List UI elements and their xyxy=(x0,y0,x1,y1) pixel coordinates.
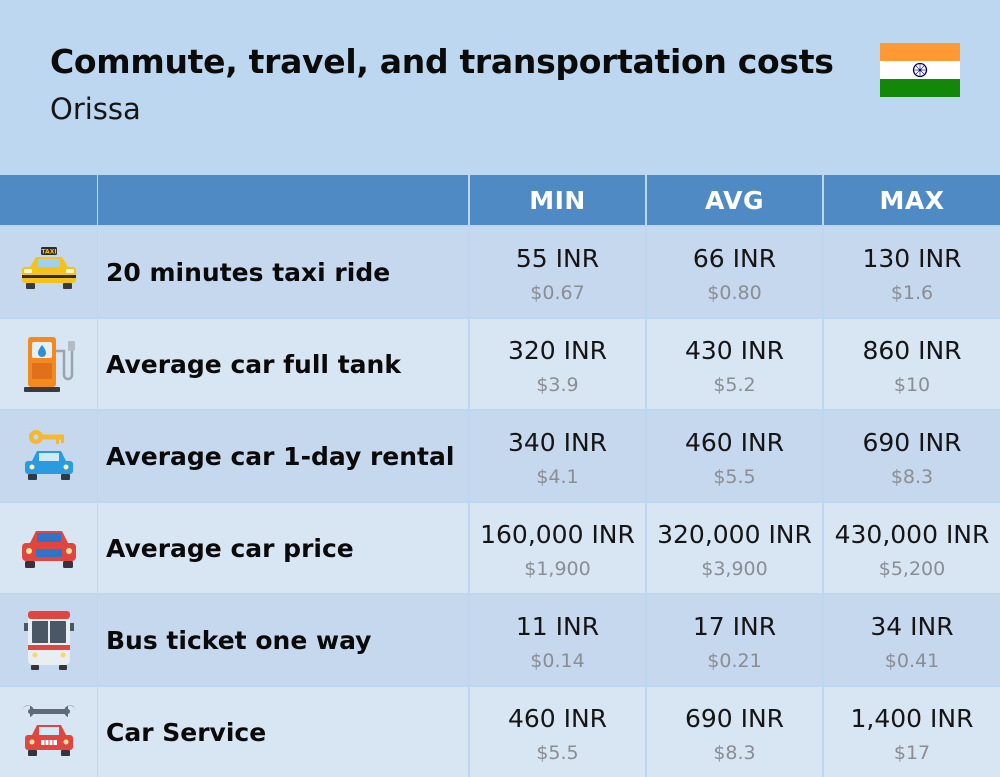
table-row: Average car 1-day rental 340 INR $4.1 460… xyxy=(0,411,1000,501)
avg-usd: $5.5 xyxy=(713,466,756,488)
avg-cell: 690 INR $8.3 xyxy=(647,687,822,777)
max-usd: $5,200 xyxy=(878,558,946,580)
car-icon xyxy=(0,503,97,593)
page-title: Commute, travel, and transportation cost… xyxy=(50,42,834,81)
avg-usd: $8.3 xyxy=(713,742,756,764)
table-row: TAXI 20 minutes taxi ride 55 INR $0.67 66… xyxy=(0,227,1000,317)
max-cell: 34 INR $0.41 xyxy=(824,595,1000,685)
avg-usd: $0.21 xyxy=(707,650,762,672)
min-usd: $0.14 xyxy=(530,650,585,672)
max-usd: $0.41 xyxy=(884,650,940,672)
max-value: 1,400 INR xyxy=(850,704,974,733)
max-cell: 430,000 INR $5,200 xyxy=(824,503,1000,593)
max-cell: 690 INR $8.3 xyxy=(824,411,1000,501)
min-cell: 320 INR $3.9 xyxy=(470,319,645,409)
max-usd: $8.3 xyxy=(890,466,934,488)
max-value: 34 INR xyxy=(870,612,954,641)
max-value: 690 INR xyxy=(862,428,962,457)
column-header-min: MIN xyxy=(470,175,645,225)
avg-value: 460 INR xyxy=(684,428,785,457)
avg-cell: 430 INR $5.2 xyxy=(647,319,822,409)
max-usd: $17 xyxy=(893,742,931,764)
avg-value: 320,000 INR xyxy=(657,520,812,549)
avg-usd: $3,900 xyxy=(701,558,768,580)
max-value: 430,000 INR xyxy=(834,520,990,549)
max-cell: 130 INR $1.6 xyxy=(824,227,1000,317)
table-row: Bus ticket one way 11 INR $0.14 17 INR $0.… xyxy=(0,595,1000,685)
min-usd: $1,900 xyxy=(524,558,591,580)
max-usd: $1.6 xyxy=(890,282,934,304)
min-cell: 460 INR $5.5 xyxy=(470,687,645,777)
min-value: 160,000 INR xyxy=(480,520,635,549)
min-cell: 340 INR $4.1 xyxy=(470,411,645,501)
avg-cell: 320,000 INR $3,900 xyxy=(647,503,822,593)
table-header-row: MIN AVG MAX xyxy=(0,175,1000,225)
row-label: Average car full tank xyxy=(98,319,468,409)
india-flag-icon xyxy=(880,43,960,97)
min-value: 11 INR xyxy=(515,612,600,641)
min-usd: $4.1 xyxy=(536,466,579,488)
max-cell: 1,400 INR $17 xyxy=(824,687,1000,777)
min-usd: $0.67 xyxy=(530,282,585,304)
avg-value: 430 INR xyxy=(684,336,785,365)
avg-cell: 460 INR $5.5 xyxy=(647,411,822,501)
min-usd: $5.5 xyxy=(536,742,579,764)
min-cell: 160,000 INR $1,900 xyxy=(470,503,645,593)
row-label: 20 minutes taxi ride xyxy=(98,227,468,317)
cost-table: MIN AVG MAX TAXI 20 minutes taxi ride 55… xyxy=(0,175,1000,777)
max-usd: $10 xyxy=(893,374,931,396)
fuel-pump-icon xyxy=(0,319,97,409)
min-value: 320 INR xyxy=(507,336,608,365)
avg-cell: 66 INR $0.80 xyxy=(647,227,822,317)
max-value: 860 INR xyxy=(862,336,962,365)
row-label: Average car 1-day rental xyxy=(98,411,468,501)
max-cell: 860 INR $10 xyxy=(824,319,1000,409)
min-cell: 11 INR $0.14 xyxy=(470,595,645,685)
row-label: Car Service xyxy=(98,687,468,777)
taxi-icon: TAXI xyxy=(0,227,97,317)
min-value: 460 INR xyxy=(507,704,608,733)
row-label: Average car price xyxy=(98,503,468,593)
column-header-max: MAX xyxy=(824,175,1000,225)
column-header-avg: AVG xyxy=(647,175,822,225)
avg-usd: $0.80 xyxy=(707,282,762,304)
min-usd: $3.9 xyxy=(536,374,579,396)
table-row: Average car full tank 320 INR $3.9 430 IN… xyxy=(0,319,1000,409)
avg-cell: 17 INR $0.21 xyxy=(647,595,822,685)
svg-text:TAXI: TAXI xyxy=(41,249,56,256)
table-row: Average car price 160,000 INR $1,900 320,… xyxy=(0,503,1000,593)
table-row: Car Service 460 INR $5.5 690 INR $8.3 1,40… xyxy=(0,687,1000,777)
min-cell: 55 INR $0.67 xyxy=(470,227,645,317)
header: Commute, travel, and transportation cost… xyxy=(0,0,1000,175)
avg-value: 690 INR xyxy=(684,704,785,733)
max-value: 130 INR xyxy=(862,244,962,273)
avg-usd: $5.2 xyxy=(713,374,756,396)
row-label: Bus ticket one way xyxy=(98,595,468,685)
avg-value: 66 INR xyxy=(692,244,777,273)
car-service-wrench-icon xyxy=(0,687,97,777)
header-icon-cell xyxy=(0,175,97,225)
avg-value: 17 INR xyxy=(692,612,777,641)
min-value: 55 INR xyxy=(515,244,600,273)
page-subtitle: Orissa xyxy=(50,92,141,126)
header-label-cell xyxy=(98,175,468,225)
bus-icon xyxy=(0,595,97,685)
min-value: 340 INR xyxy=(507,428,608,457)
car-rental-key-icon xyxy=(0,411,97,501)
